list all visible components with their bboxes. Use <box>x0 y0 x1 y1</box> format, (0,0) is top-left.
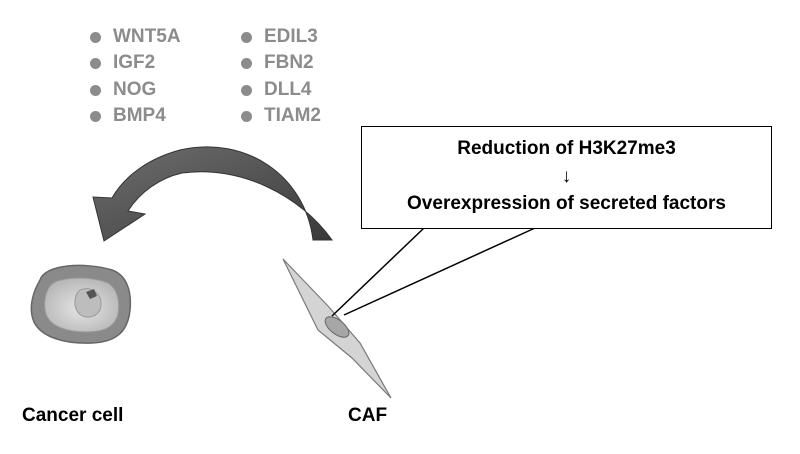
callout-pointer-left <box>331 227 425 317</box>
gene-label: TIAM2 <box>264 105 321 126</box>
gene-label: EDIL3 <box>264 26 318 47</box>
caf-nucleus <box>324 316 350 338</box>
callout-box: Reduction of H3K27me3 ↓ Overexpression o… <box>361 126 772 229</box>
gene-item: TIAM2 <box>241 105 321 127</box>
cancer-cell-spot <box>86 289 97 299</box>
cancer-cell-graphic <box>30 264 132 344</box>
gene-item: FBN2 <box>241 52 314 74</box>
bullet-icon <box>241 84 252 96</box>
gene-item: IGF2 <box>90 52 155 74</box>
bullet-icon <box>241 57 252 69</box>
gene-item: DLL4 <box>241 79 312 101</box>
callout-line-overexpression: Overexpression of secreted factors <box>407 193 726 214</box>
bullet-icon <box>241 31 252 43</box>
bullet-icon <box>90 31 101 43</box>
gene-item: BMP4 <box>90 105 166 127</box>
curved-arrow <box>92 146 333 242</box>
gene-item: EDIL3 <box>241 26 318 48</box>
bullet-icon <box>241 110 252 122</box>
gene-label: DLL4 <box>264 79 312 100</box>
bullet-icon <box>90 57 101 69</box>
gene-label: NOG <box>113 79 157 100</box>
bullet-icon <box>90 110 101 122</box>
gene-item: WNT5A <box>90 26 181 48</box>
cancer-cell-label: Cancer cell <box>22 405 124 426</box>
callout-line-reduction: Reduction of H3K27me3 <box>457 138 676 159</box>
caf-label: CAF <box>348 405 388 426</box>
gene-label: WNT5A <box>113 26 181 47</box>
gene-label: FBN2 <box>264 52 314 73</box>
gene-item: NOG <box>90 79 156 101</box>
bullet-icon <box>90 84 101 96</box>
caf-graphic <box>282 258 392 399</box>
down-arrow-icon: ↓ <box>561 166 572 187</box>
gene-label: BMP4 <box>113 105 166 126</box>
gene-label: IGF2 <box>113 52 156 73</box>
callout-pointer-right <box>343 227 536 316</box>
